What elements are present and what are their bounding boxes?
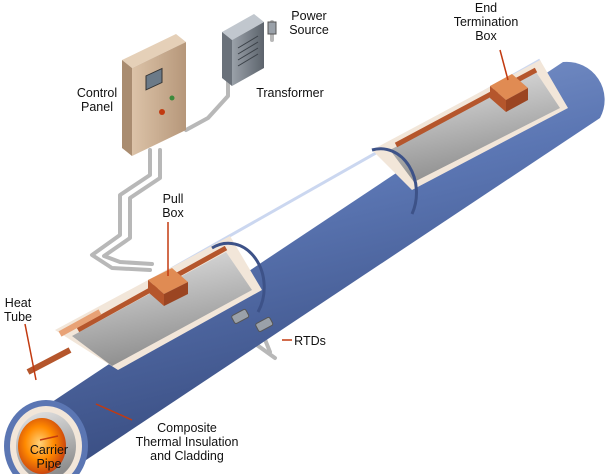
pull-box-label: Pull Box xyxy=(162,192,184,220)
power-source-label: Power Source xyxy=(289,9,329,37)
cutaway-pull-box xyxy=(55,236,262,370)
heat-tube-label: Heat Tube xyxy=(3,296,33,324)
composite-insulation-label: Composite Thermal Insulation and Claddin… xyxy=(135,421,239,463)
leader-lines xyxy=(24,49,509,441)
rtd-sensors xyxy=(231,308,274,332)
control-panel-label: Control Panel xyxy=(76,86,118,114)
cladding-band-2 xyxy=(371,147,418,215)
cladding-band-1 xyxy=(211,241,266,313)
power-source-plug xyxy=(267,21,277,35)
pipe-end xyxy=(4,347,88,474)
control-panel-illustration xyxy=(122,34,186,156)
end-termination-box-label: End Termination Box xyxy=(453,1,519,43)
carrier-pipe-label: Carrier Pipe xyxy=(29,443,69,471)
rtds-label: RTDs xyxy=(294,334,326,348)
transformer-label: Transformer xyxy=(256,86,324,100)
end-termination-box xyxy=(490,74,528,112)
transformer-illustration xyxy=(222,14,264,86)
pull-box xyxy=(148,268,188,306)
